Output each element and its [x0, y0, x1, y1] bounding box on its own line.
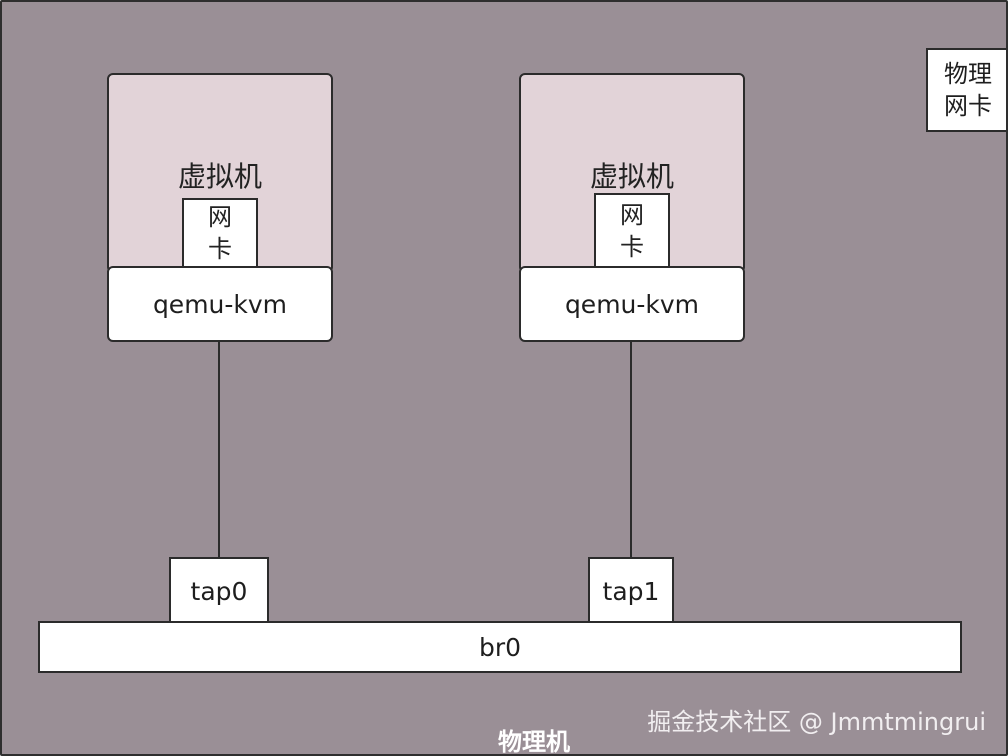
vm-nic-left: 网 卡	[182, 198, 258, 268]
watermark-text: 掘金技术社区 @ Jmmtmingrui	[647, 708, 986, 736]
tap0-device: tap0	[169, 557, 269, 625]
physical-nic: 物理 网卡	[926, 48, 1006, 132]
qemu-kvm-right: qemu-kvm	[519, 266, 745, 342]
qemu-kvm-left: qemu-kvm	[107, 266, 333, 342]
nic-label-line2: 卡	[620, 233, 644, 261]
nic-label-line2: 卡	[208, 235, 232, 263]
link-qemu-right-to-tap1	[630, 342, 632, 558]
physical-nic-line2: 网卡	[944, 92, 992, 120]
physical-host-label: 物理机	[498, 728, 570, 756]
bridge-br0: br0	[38, 621, 962, 673]
physical-nic-line1: 物理	[944, 60, 992, 88]
nic-label-line1: 网	[208, 203, 232, 231]
vm-title: 虚拟机	[589, 160, 674, 193]
link-qemu-left-to-tap0	[218, 342, 220, 558]
tap1-device: tap1	[588, 557, 674, 625]
nic-label-line1: 网	[620, 201, 644, 229]
vm-title: 虚拟机	[177, 160, 262, 193]
vm-nic-right: 网 卡	[594, 193, 670, 269]
